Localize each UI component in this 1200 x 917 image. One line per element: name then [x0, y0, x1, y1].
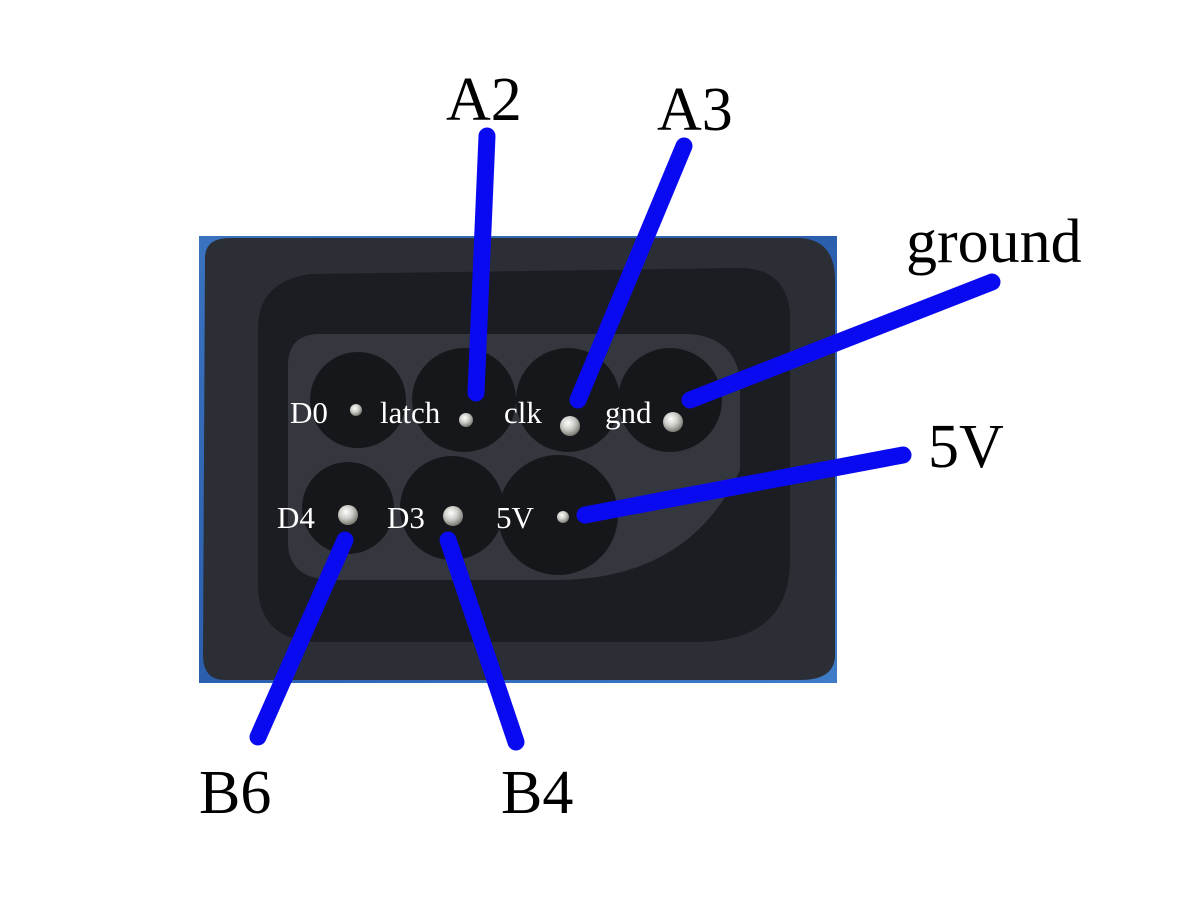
target-label-ground: ground — [906, 208, 1082, 276]
pins — [338, 404, 683, 526]
pin-gnd — [663, 412, 683, 432]
pin-d4 — [338, 505, 358, 525]
wire-5v-5v — [576, 446, 912, 524]
wire-clk-a3 — [569, 137, 693, 409]
pin-label-gnd: gnd — [605, 395, 652, 430]
pin-label-clk: clk — [504, 395, 542, 430]
pin-label-5v: 5V — [496, 500, 535, 535]
target-labels: A2 A3 ground 5V B6 B4 — [199, 66, 1082, 827]
pin-d3 — [443, 506, 463, 526]
connector-photo: D0 latch clk gnd D4 D3 5V — [199, 236, 837, 683]
pin-label-d3: D3 — [387, 500, 425, 535]
pin-clk — [560, 416, 580, 436]
pin-labels: D0 latch clk gnd D4 D3 5V — [277, 395, 652, 535]
target-label-a2: A2 — [446, 66, 522, 134]
socket-latch — [412, 348, 516, 452]
pin-label-d4: D4 — [277, 500, 315, 535]
pin-latch — [459, 413, 473, 427]
pin-label-latch: latch — [380, 395, 441, 430]
target-label-a3: A3 — [657, 76, 733, 144]
wire-d4-b6 — [249, 531, 354, 746]
target-label-5v: 5V — [928, 413, 1004, 481]
target-label-b6: B6 — [199, 759, 271, 827]
pin-5v — [557, 511, 569, 523]
socket-d0 — [310, 352, 406, 448]
wire-gnd-ground — [681, 273, 1001, 409]
pin-d0 — [350, 404, 362, 416]
socket-gnd — [618, 348, 722, 452]
wire-latch-a2 — [467, 127, 496, 402]
target-label-b4: B4 — [501, 759, 573, 827]
wire-d3-b4 — [439, 531, 525, 751]
pin-label-d0: D0 — [290, 395, 328, 430]
wires — [249, 127, 1001, 751]
